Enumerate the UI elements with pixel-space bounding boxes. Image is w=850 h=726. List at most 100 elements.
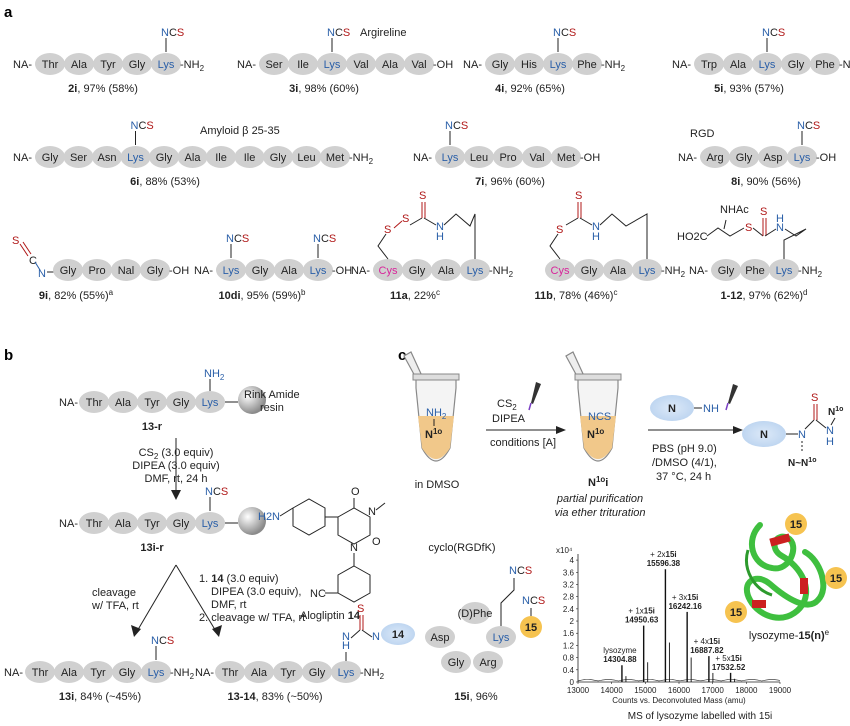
n-terminus: NA- (237, 59, 256, 71)
c-terminus: -NH2 (601, 59, 626, 73)
residue-label: Thr (32, 667, 49, 679)
h-atom: H (776, 213, 784, 225)
oxo-atom-2: O (372, 536, 381, 548)
n-terminus: NA- (13, 59, 32, 71)
residue-label: Ile (215, 152, 227, 164)
peptide-name: Amyloid β 25-35 (200, 125, 280, 137)
residue-bead-gly (263, 146, 293, 168)
peak-label: + 1x15i (628, 607, 654, 616)
residue-label: Ser (265, 59, 282, 71)
n-atom-2: N (350, 542, 358, 554)
protein-n: N (760, 429, 768, 441)
isothiocyanate-group: NCS (131, 120, 154, 145)
y-tick-label: 1.2 (563, 641, 575, 650)
residue-bead-gly (166, 512, 196, 534)
c-terminus: -OH (169, 265, 189, 277)
tag-15-label: 15 (730, 607, 742, 619)
label-site-1 (769, 533, 791, 547)
tag-15-circle (725, 601, 747, 623)
amine-label: H2N (258, 511, 280, 523)
residue-label: Ala (115, 397, 132, 409)
residue-bead-tyr (93, 53, 123, 75)
peak-mass: 16887.82 (690, 646, 724, 655)
ncs-label: NCS (313, 233, 336, 245)
backbone-bonds (706, 227, 745, 237)
residue-label: Thr (86, 518, 103, 530)
residue-bead-lys (331, 661, 361, 683)
urea-bond (350, 629, 361, 639)
tube-rim (574, 373, 622, 381)
resin-bead (238, 386, 266, 414)
y-tick-label: 2.4 (563, 605, 575, 614)
pipette-tip (725, 402, 729, 411)
residue-bead-phe (740, 259, 770, 281)
residue-label: Gly (252, 265, 269, 277)
peak-mass: 17532.52 (712, 663, 746, 672)
benzene-ring (337, 565, 371, 603)
lys-chain (500, 578, 515, 626)
tube-lid (565, 351, 585, 379)
lys-side-chain (443, 213, 476, 259)
residue-bead-his (514, 53, 544, 75)
y-tick-label: 3.2 (563, 580, 575, 589)
residue-bead-thr (79, 512, 109, 534)
residue-bead-gly (149, 146, 179, 168)
residue-bead-gly (402, 259, 432, 281)
isothiocyanate-group: NCS (553, 27, 576, 52)
compound-caption: 2i, 97% (58%) (68, 83, 138, 95)
residue-bead-lys (120, 146, 151, 168)
residue-label: Arg (706, 152, 723, 164)
residue-bead-ala (723, 53, 753, 75)
residue-bead-ala (64, 53, 94, 75)
cn-bond (34, 261, 41, 271)
peak-label: + 2x15i (650, 550, 676, 559)
s-atom: S (556, 224, 563, 236)
residue-bead-thr (215, 661, 245, 683)
protein-ribbon (743, 522, 827, 621)
n-terminus: NA- (463, 59, 482, 71)
isothiocyanate-group: NCS (797, 120, 820, 145)
residue-label: Val (411, 59, 426, 71)
residue-bead-ala (244, 661, 274, 683)
tube-liquid (580, 416, 616, 459)
isothiocyanate-group: NCS (151, 635, 174, 660)
residue-bead-pro (493, 146, 523, 168)
residue-bead-ser (63, 146, 94, 168)
residue-bead-lys (460, 259, 490, 281)
cyclo-residue: Arg (479, 657, 496, 669)
tag-14-bubble (381, 623, 415, 645)
residue-bead-ala (177, 146, 208, 168)
residue-label: Gly (581, 265, 598, 277)
nhac-bond (723, 219, 727, 230)
residue-label: Lys (776, 265, 793, 277)
x-tick-label: 17000 (702, 686, 725, 695)
n-terminus: NA- (672, 59, 691, 71)
residue-label: Lys (223, 265, 240, 277)
n-terminus: NA- (59, 518, 78, 530)
residue-label: Pro (88, 265, 105, 277)
residue-bead-arg (700, 146, 730, 168)
compound-caption: 8i, 90% (56%) (731, 176, 801, 188)
compound-caption: 1-12, 97% (62%)d (720, 288, 807, 302)
residue-label: Tyr (144, 397, 160, 409)
cleavage-text-2: w/ TFA, rt (91, 600, 139, 612)
pipette-body (531, 382, 541, 404)
residue-label: Nal (118, 265, 135, 277)
c-terminus: -NH2 (661, 265, 686, 279)
residue-label: Ala (115, 518, 132, 530)
n-terminus: NA- (413, 152, 432, 164)
residue-label: Gly (718, 265, 735, 277)
protein-bubble (650, 395, 694, 421)
